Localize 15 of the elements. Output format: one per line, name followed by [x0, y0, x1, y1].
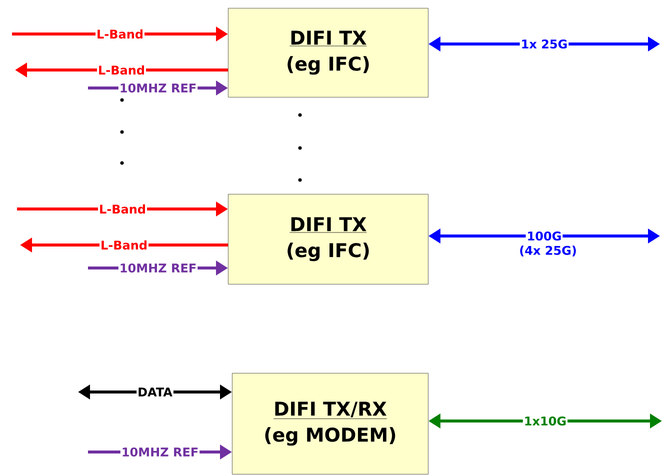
edge-label: 1x 25G: [520, 38, 569, 50]
edge-label: 10MHZ REF: [118, 82, 198, 94]
edge-label: L-Band: [96, 28, 144, 40]
edge-label: L-Band: [98, 203, 147, 215]
edge-label: 10MHZ REF: [120, 446, 200, 458]
process-box: DIFI TX/RX (eg MODEM): [232, 373, 428, 474]
edge-label: 1x10G: [522, 415, 568, 427]
process-box: DIFI TX (eg IFC): [228, 194, 428, 284]
process-box: DIFI TX (eg IFC): [228, 8, 428, 98]
edge-label: L-Band: [100, 239, 148, 251]
edge-label: 10MHZ REF: [118, 262, 198, 274]
text-label: (4x 25G): [520, 246, 576, 256]
edge-label: 100G: [526, 230, 563, 242]
edge-label: L-Band: [97, 64, 146, 76]
edge-label: DATA: [136, 386, 174, 398]
